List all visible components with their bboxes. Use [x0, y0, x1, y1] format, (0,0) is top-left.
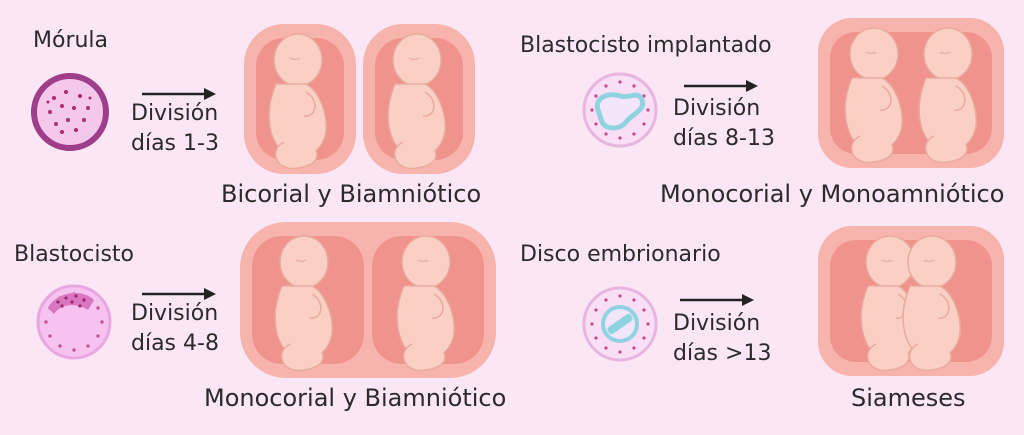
days-label: días 8-13	[673, 126, 775, 151]
days-label: días >13	[673, 341, 772, 366]
result-label: Bicorial y Biamniótico	[221, 180, 482, 208]
division-label: División	[131, 301, 219, 326]
conjoined-sac	[818, 226, 1004, 376]
twin-sac-right	[363, 24, 475, 174]
division-label: División	[131, 101, 219, 126]
blastocyst-icon	[36, 284, 112, 360]
embryonic-disc-icon	[582, 286, 658, 362]
stage-label-blastocisto-implantado: Blastocisto implantado	[520, 33, 772, 58]
stage-label-disco-embrionario: Disco embrionario	[520, 242, 721, 267]
days-label: días 1-3	[131, 131, 219, 156]
shared-chorion-twin-sacs	[240, 222, 496, 378]
morula-cell-icon	[31, 73, 109, 151]
twin-sac-left	[244, 24, 356, 174]
days-label: días 4-8	[131, 331, 219, 356]
arrow-icon	[684, 80, 758, 92]
arrow-icon	[142, 288, 216, 300]
division-label: División	[673, 96, 761, 121]
implanted-blastocyst-icon	[582, 72, 658, 148]
result-label: Monocorial y Monoamniótico	[660, 180, 1005, 208]
shared-sac	[818, 18, 1004, 168]
stage-label-morula: Mórula	[33, 28, 109, 53]
arrow-icon	[680, 294, 754, 306]
stage-label-blastocisto: Blastocisto	[14, 242, 134, 267]
division-label: División	[673, 311, 761, 336]
result-label: Siameses	[851, 384, 966, 412]
arrow-icon	[142, 88, 216, 100]
result-label: Monocorial y Biamniótico	[204, 384, 507, 412]
